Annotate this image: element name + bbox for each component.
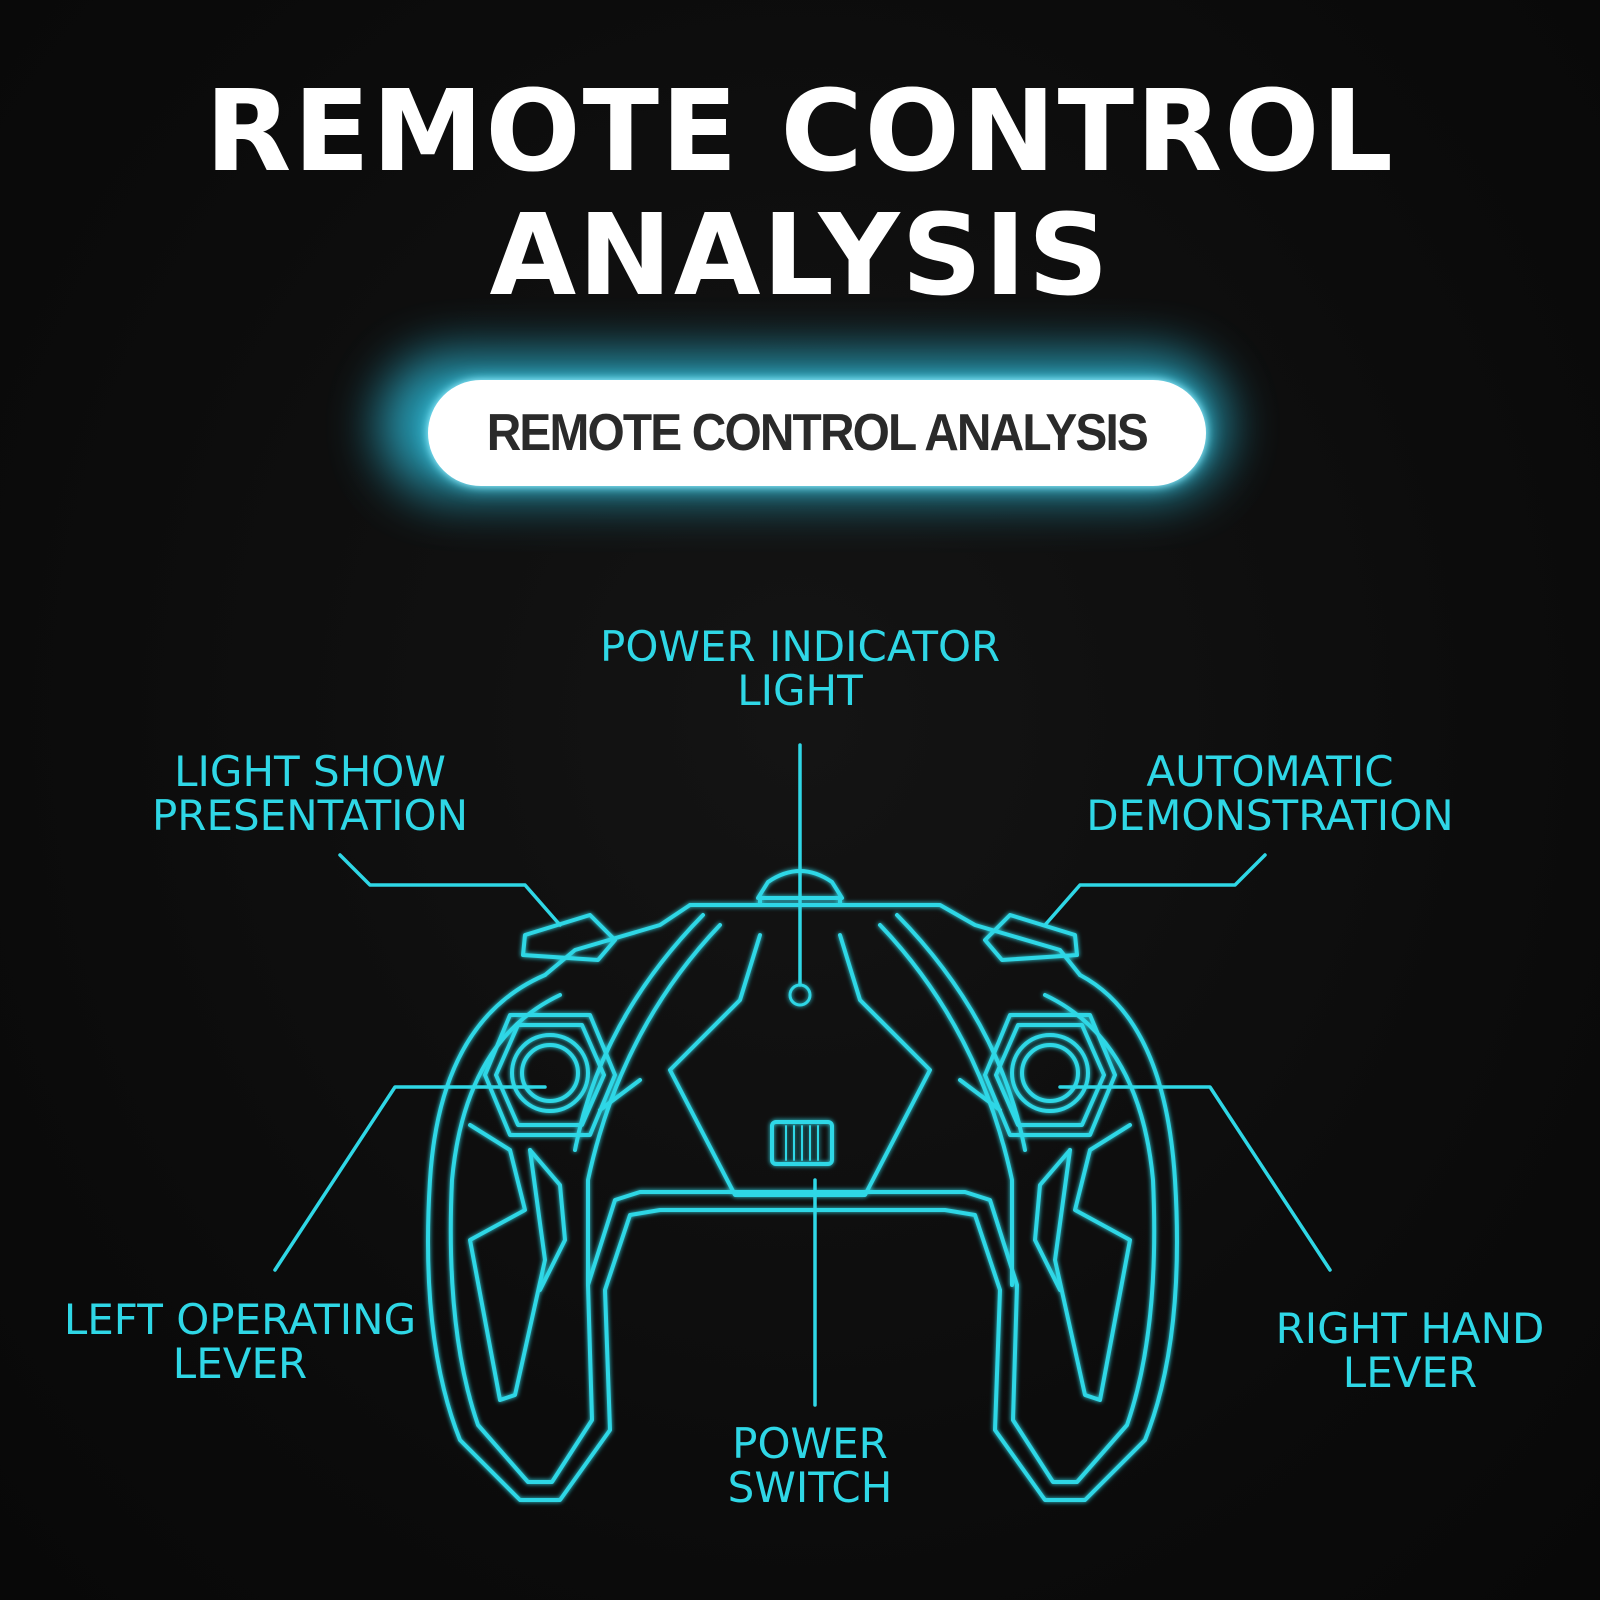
label-power-indicator-line1: POWER INDICATOR xyxy=(600,622,1001,671)
label-right-lever-line2: LEVER xyxy=(1342,1348,1478,1397)
label-light-show-line2: PRESENTATION xyxy=(151,791,469,840)
page-title: REMOTE CONTROL ANALYSIS xyxy=(0,70,1600,318)
power-switch-icon xyxy=(770,1120,834,1166)
label-light-show: LIGHT SHOW PRESENTATION xyxy=(140,750,480,838)
title-line-2: ANALYSIS xyxy=(489,191,1111,321)
banner-text: REMOTE CONTROL ANALYSIS xyxy=(486,404,1149,462)
controller-outline xyxy=(426,869,1179,1502)
label-power-switch-line1: POWER xyxy=(732,1419,888,1468)
leader-auto-demo xyxy=(1043,853,1267,927)
leader-right-lever xyxy=(1058,1085,1332,1272)
label-right-lever-line1: RIGHT HAND xyxy=(1275,1304,1545,1353)
label-left-lever: LEFT OPERATING LEVER xyxy=(40,1298,440,1386)
label-auto-demo-line2: DEMONSTRATION xyxy=(1086,791,1454,840)
title-line-1: REMOTE CONTROL xyxy=(205,67,1395,197)
label-power-indicator-line2: LIGHT xyxy=(737,666,863,715)
leader-light-show xyxy=(338,853,562,927)
label-light-show-line1: LIGHT SHOW xyxy=(174,747,446,796)
label-right-lever: RIGHT HAND LEVER xyxy=(1250,1307,1570,1395)
label-left-lever-line2: LEVER xyxy=(172,1339,308,1388)
label-auto-demo: AUTOMATIC DEMONSTRATION xyxy=(1060,750,1480,838)
power-indicator-light-icon xyxy=(788,983,812,1007)
label-power-switch: POWER SWITCH xyxy=(680,1422,940,1510)
label-left-lever-line1: LEFT OPERATING xyxy=(63,1295,417,1344)
leader-lines xyxy=(273,743,1332,1407)
label-power-switch-line2: SWITCH xyxy=(727,1463,893,1512)
label-auto-demo-line1: AUTOMATIC xyxy=(1146,747,1394,796)
leader-left-lever xyxy=(273,1085,547,1272)
label-power-indicator: POWER INDICATOR LIGHT xyxy=(600,625,1000,713)
banner: REMOTE CONTROL ANALYSIS xyxy=(428,380,1206,486)
